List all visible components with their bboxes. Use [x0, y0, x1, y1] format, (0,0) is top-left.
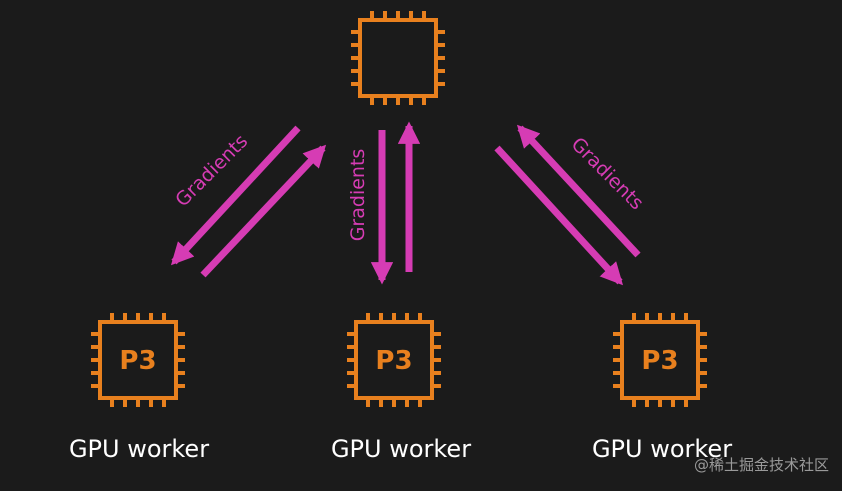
server-chip: [351, 11, 445, 105]
gradients-label-right: Gradients: [567, 133, 648, 214]
worker-name-middle: GPU worker: [331, 435, 471, 463]
gradient-arrow-left-to-worker: [170, 125, 301, 266]
update-arrow-left-to-server: [200, 144, 327, 278]
worker-name-left: GPU worker: [69, 435, 209, 463]
gpu-chip-icon: [91, 313, 185, 407]
gradients-label-middle: Gradients: [347, 149, 369, 242]
worker-name-right: GPU worker: [592, 435, 732, 463]
cpu-chip-icon: [351, 11, 445, 105]
chip-body: [358, 18, 438, 98]
update-arrow-right-to-server: [516, 124, 641, 258]
worker-chip-label: P3: [641, 346, 678, 376]
gpu-worker-middle: P3: [347, 313, 441, 407]
gradients-label-left: Gradients: [171, 130, 252, 211]
gradient-arrow-right-to-worker: [494, 145, 624, 286]
gpu-chip-icon: [613, 313, 707, 407]
gpu-chip-icon: [347, 313, 441, 407]
gpu-worker-right: P3: [613, 313, 707, 407]
worker-chip-label: P3: [119, 346, 156, 376]
gpu-worker-left: P3: [91, 313, 185, 407]
worker-chip-label: P3: [375, 346, 412, 376]
watermark: @稀土掘金技术社区: [694, 456, 829, 474]
